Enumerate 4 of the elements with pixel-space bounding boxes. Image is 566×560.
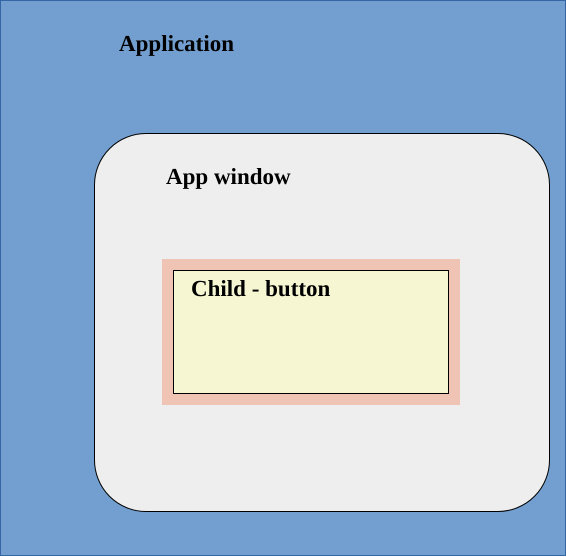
window-box — [94, 133, 550, 512]
node-label: App window — [166, 165, 291, 188]
node-label: Child - button — [191, 277, 330, 300]
node-label: Application — [119, 32, 234, 55]
